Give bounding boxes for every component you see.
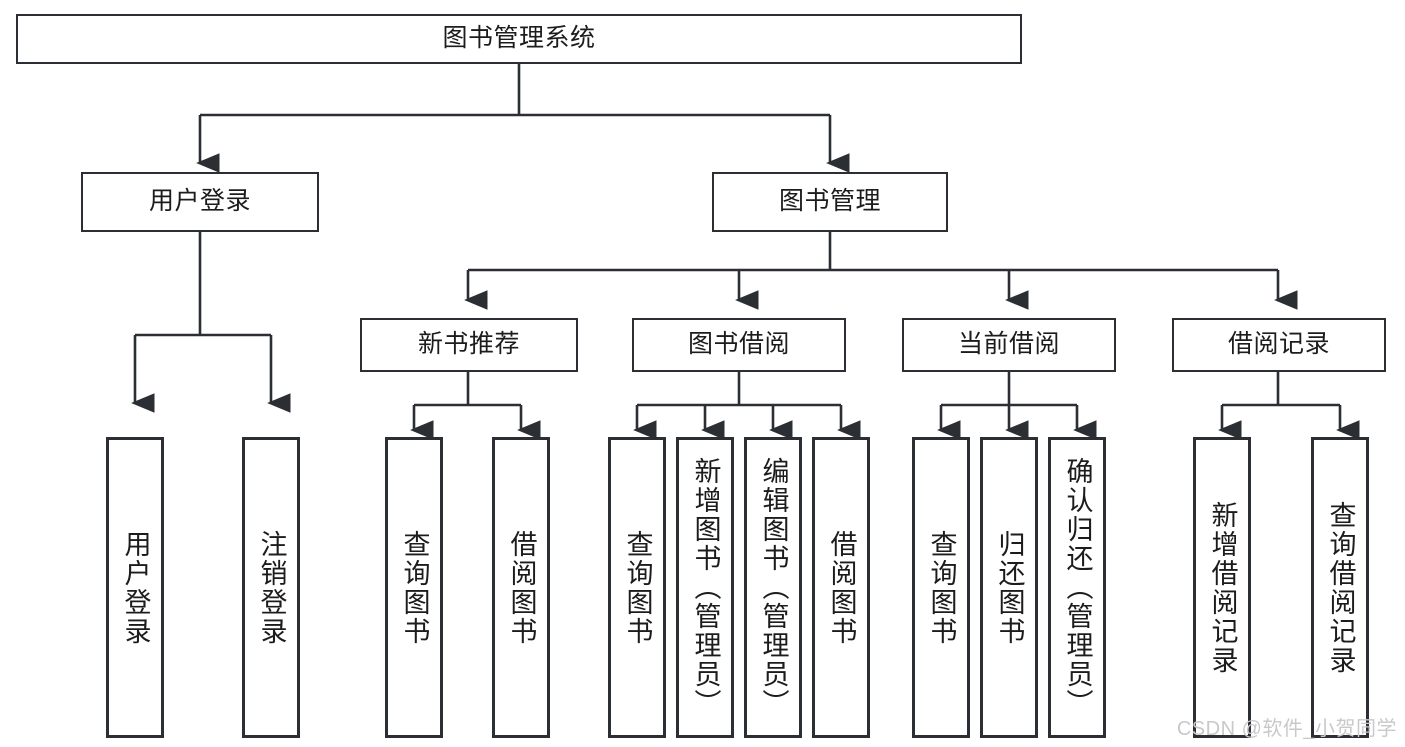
node-current-borrow[interactable]: 当前借阅 <box>902 318 1116 372</box>
leaf-logout[interactable]: 注销登录 <box>242 437 300 738</box>
leaf-query-borrow-record[interactable]: 查询借阅记录 <box>1311 437 1369 738</box>
leaf-query-book-current[interactable]: 查询图书 <box>912 437 970 738</box>
node-label: 借阅图书 <box>506 529 537 646</box>
node-label: 借阅图书 <box>826 529 857 646</box>
node-label: 当前借阅 <box>957 330 1060 359</box>
node-label: 图书借阅 <box>687 330 790 359</box>
node-label: 查询借阅记录 <box>1325 500 1356 675</box>
node-book-management[interactable]: 图书管理 <box>712 172 948 232</box>
node-label: 新增借阅记录 <box>1207 500 1238 675</box>
node-label: 用户登录 <box>120 529 151 646</box>
leaf-query-book-borrow[interactable]: 查询图书 <box>608 437 666 738</box>
leaf-confirm-return-admin[interactable]: 确认归还（管理员） <box>1048 437 1106 738</box>
leaf-edit-book-admin[interactable]: 编辑图书（管理员） <box>744 437 802 738</box>
leaf-return-book[interactable]: 归还图书 <box>980 437 1038 738</box>
node-label: 查询图书 <box>926 529 957 646</box>
node-new-book-recommend[interactable]: 新书推荐 <box>360 318 578 372</box>
node-user-login[interactable]: 用户登录 <box>81 172 319 232</box>
node-label: 用户登录 <box>148 187 251 216</box>
node-label: 新增图书（管理员） <box>690 457 721 718</box>
node-label: 查询图书 <box>622 529 653 646</box>
node-root-book-management-system[interactable]: 图书管理系统 <box>16 14 1022 64</box>
leaf-add-borrow-record[interactable]: 新增借阅记录 <box>1193 437 1251 738</box>
node-label: 确认归还（管理员） <box>1062 457 1093 718</box>
leaf-query-book-recommend[interactable]: 查询图书 <box>385 437 443 738</box>
leaf-borrow-book[interactable]: 借阅图书 <box>812 437 870 738</box>
node-borrow-record[interactable]: 借阅记录 <box>1172 318 1386 372</box>
node-label: 借阅记录 <box>1227 330 1330 359</box>
node-label: 注销登录 <box>256 529 287 646</box>
leaf-add-book-admin[interactable]: 新增图书（管理员） <box>676 437 734 738</box>
node-label: 图书管理系统 <box>442 24 596 53</box>
node-label: 归还图书 <box>994 529 1025 646</box>
node-label: 新书推荐 <box>417 330 520 359</box>
node-label: 编辑图书（管理员） <box>758 457 789 718</box>
leaf-user-login[interactable]: 用户登录 <box>106 437 164 738</box>
node-label: 查询图书 <box>399 529 430 646</box>
node-book-borrow[interactable]: 图书借阅 <box>632 318 846 372</box>
leaf-borrow-book-recommend[interactable]: 借阅图书 <box>492 437 550 738</box>
csdn-watermark: CSDN @软件_小贺同学 <box>1176 718 1397 740</box>
node-label: 图书管理 <box>778 187 881 216</box>
